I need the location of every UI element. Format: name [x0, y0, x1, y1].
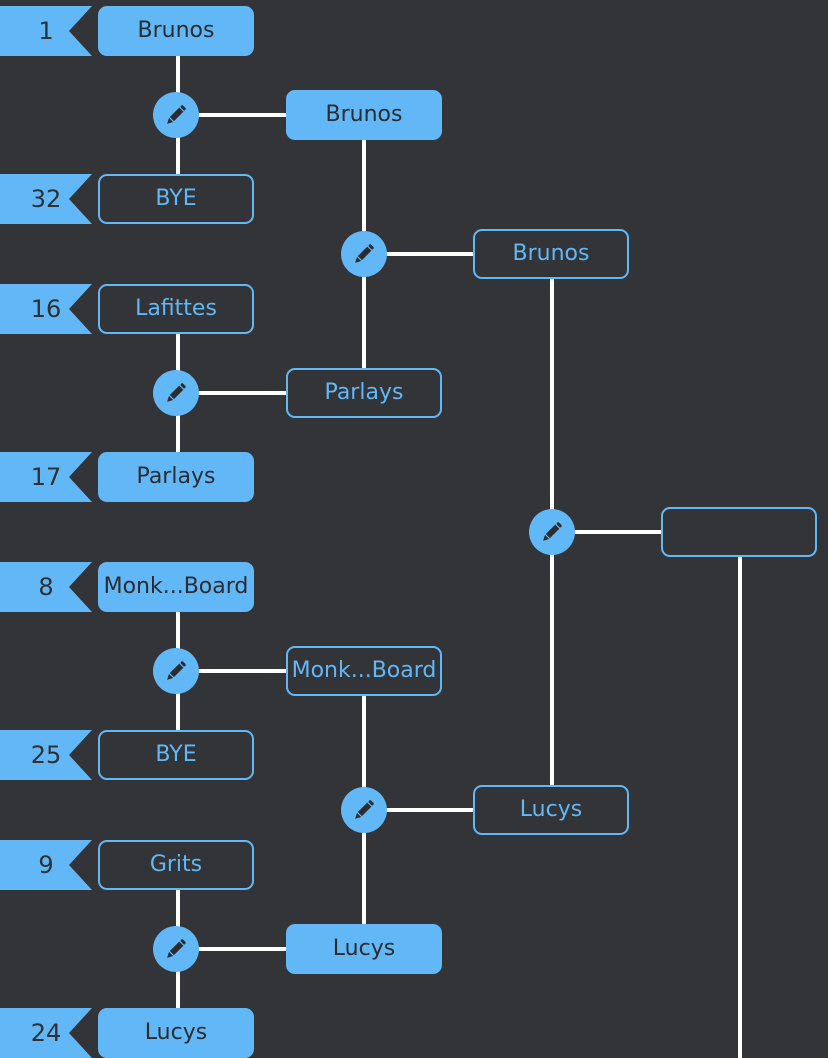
edit-match-button[interactable] — [153, 926, 199, 972]
seed-tab: 25 — [0, 730, 92, 780]
seed-tab: 17 — [0, 452, 92, 502]
connector-line — [176, 113, 288, 117]
seed-tab: 32 — [0, 174, 92, 224]
edit-match-button[interactable] — [153, 92, 199, 138]
team-slot[interactable]: Brunos — [286, 90, 442, 140]
connector-line — [176, 669, 288, 673]
pencil-icon — [355, 244, 374, 263]
seed-number: 25 — [30, 741, 62, 769]
pencil-icon — [543, 522, 562, 541]
seed-number: 1 — [38, 17, 54, 45]
connector-line — [362, 808, 474, 812]
team-slot[interactable]: Monk...Board — [98, 562, 254, 612]
seed-number: 9 — [38, 851, 54, 879]
seed-number: 32 — [30, 185, 62, 213]
edit-match-button[interactable] — [529, 509, 575, 555]
seed-number: 8 — [38, 573, 54, 601]
pencil-icon — [167, 105, 186, 124]
team-slot[interactable]: Lucys — [286, 924, 442, 974]
seed-tab: 24 — [0, 1008, 92, 1058]
pencil-icon — [167, 661, 186, 680]
team-slot[interactable]: Brunos — [98, 6, 254, 56]
team-slot[interactable]: Lafittes — [98, 284, 254, 334]
team-slot[interactable]: BYE — [98, 174, 254, 224]
seed-tab: 8 — [0, 562, 92, 612]
team-slot[interactable]: Lucys — [98, 1008, 254, 1058]
seed-tab: 9 — [0, 840, 92, 890]
pencil-icon — [167, 383, 186, 402]
edit-match-button[interactable] — [153, 370, 199, 416]
connector-line — [362, 252, 474, 256]
connector-line — [550, 530, 662, 534]
seed-tab: 16 — [0, 284, 92, 334]
seed-number: 17 — [30, 463, 62, 491]
team-slot[interactable] — [661, 507, 817, 557]
edit-match-button[interactable] — [341, 231, 387, 277]
pencil-icon — [167, 939, 186, 958]
team-slot[interactable]: Parlays — [286, 368, 442, 418]
team-slot[interactable]: Lucys — [473, 785, 629, 835]
connector-line — [176, 391, 288, 395]
edit-match-button[interactable] — [153, 648, 199, 694]
team-slot[interactable]: Parlays — [98, 452, 254, 502]
pencil-icon — [355, 800, 374, 819]
edit-match-button[interactable] — [341, 787, 387, 833]
team-slot[interactable]: BYE — [98, 730, 254, 780]
connector-line — [176, 947, 288, 951]
seed-tab: 1 — [0, 6, 92, 56]
seed-number: 24 — [30, 1019, 62, 1047]
connector-line — [738, 555, 742, 1058]
team-slot[interactable]: Grits — [98, 840, 254, 890]
team-slot[interactable]: Monk...Board — [286, 646, 442, 696]
seed-number: 16 — [30, 295, 62, 323]
team-slot[interactable]: Brunos — [473, 229, 629, 279]
